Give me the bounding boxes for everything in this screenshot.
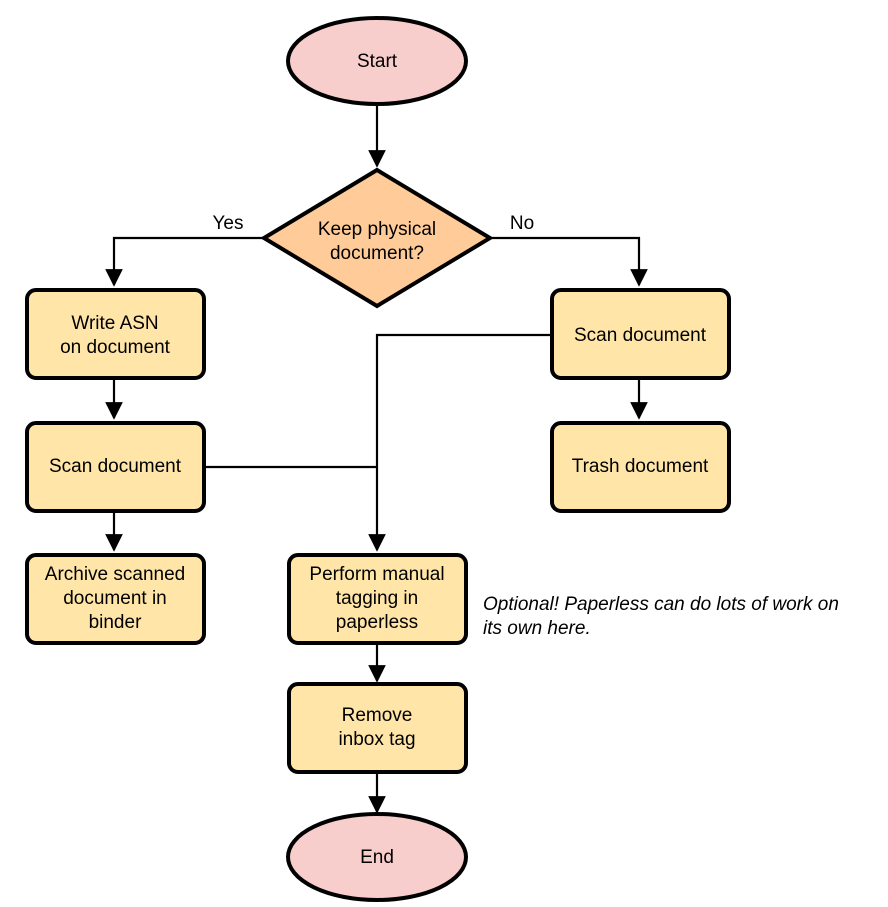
tagging-label-line2: tagging in: [336, 588, 418, 609]
archive-label-line1: Archive scanned: [45, 564, 185, 585]
end-ellipse-shape: [286, 812, 468, 902]
node-scan-document-right[interactable]: Scan document: [550, 288, 731, 380]
decision-diamond-shape: [260, 167, 494, 309]
trash-box-shape: [550, 421, 731, 513]
node-end[interactable]: End: [286, 812, 468, 902]
edge-scan-right-to-tagging: [368, 333, 552, 552]
tagging-label-line1: Perform manual: [309, 564, 444, 585]
start-label: Start: [357, 51, 398, 72]
node-trash-document[interactable]: Trash document: [550, 421, 731, 513]
write-asn-label-line1: Write ASN: [71, 313, 158, 334]
end-label: End: [360, 847, 394, 868]
node-start[interactable]: Start: [286, 16, 468, 106]
remove-inbox-label-line1: Remove: [342, 705, 413, 726]
remove-inbox-box-shape: [287, 682, 468, 774]
decision-label-line2: document?: [330, 243, 424, 264]
edge-decision-no-to-scan-right: [490, 236, 648, 287]
write-asn-box-shape: [25, 288, 206, 380]
node-perform-manual-tagging[interactable]: Perform manual tagging in paperless: [287, 553, 468, 645]
remove-inbox-label-line2: inbox tag: [338, 729, 415, 750]
node-scan-document-left[interactable]: Scan document: [25, 421, 206, 513]
node-archive-scanned-document[interactable]: Archive scanned document in binder: [25, 553, 206, 645]
archive-box-shape: [25, 553, 206, 645]
node-decision-keep-physical-document[interactable]: Keep physical document?: [260, 167, 494, 309]
scan-left-label: Scan document: [49, 456, 182, 477]
write-asn-label-line2: on document: [60, 337, 171, 358]
annotation-line2: its own here.: [483, 618, 591, 639]
archive-label-line3: binder: [89, 612, 142, 633]
scan-right-label: Scan document: [574, 325, 707, 346]
decision-label-line1: Keep physical: [318, 219, 436, 240]
archive-label-line2: document in: [63, 588, 167, 609]
start-ellipse-shape: [286, 16, 468, 106]
node-remove-inbox-tag[interactable]: Remove inbox tag: [287, 682, 468, 774]
scan-left-box-shape: [25, 421, 206, 513]
tagging-box-shape: [287, 553, 468, 645]
edge-decision-yes-to-write-asn: [105, 236, 264, 287]
edge-label-no: No: [510, 213, 534, 234]
annotation-line1: Optional! Paperless can do lots of work …: [483, 594, 839, 615]
trash-label: Trash document: [572, 456, 709, 477]
tagging-label-line3: paperless: [336, 612, 418, 633]
node-write-asn-on-document[interactable]: Write ASN on document: [25, 288, 206, 380]
edge-label-yes: Yes: [213, 213, 244, 234]
annotation-optional-note: Optional! Paperless can do lots of work …: [483, 594, 839, 639]
scan-right-box-shape: [550, 288, 731, 380]
